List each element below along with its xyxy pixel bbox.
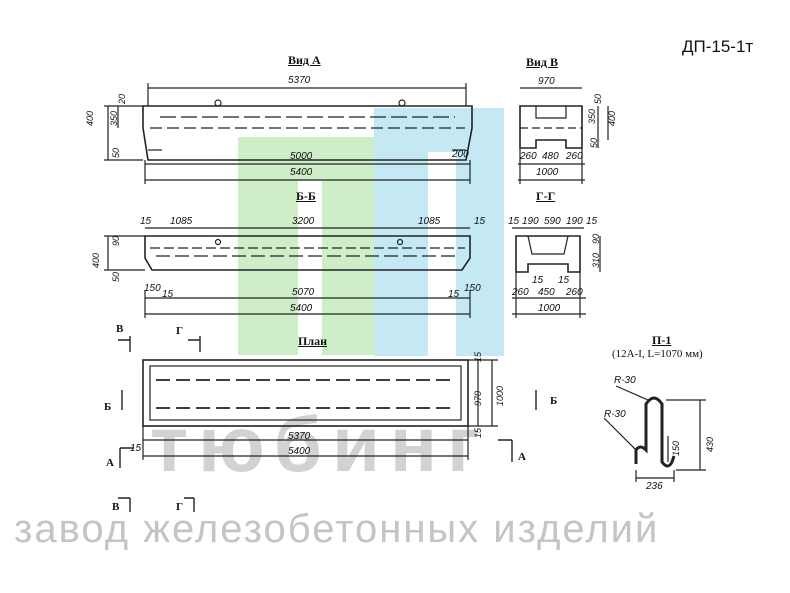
marker-g-top: Г xyxy=(176,325,183,337)
dim-bb-top-2: 3200 xyxy=(292,216,315,227)
dim-vid-a-inner: 5000 xyxy=(290,151,313,162)
dim-plan-right-2: 1000 xyxy=(495,385,505,406)
dim-vid-v-right-2: 400 xyxy=(607,110,617,126)
dim-vid-v-top: 970 xyxy=(538,76,555,87)
dim-vid-v-bottom-1: 480 xyxy=(542,151,559,162)
dim-gg-top-3: 190 xyxy=(566,216,583,227)
dim-vid-v-bottom-2: 260 xyxy=(566,151,583,162)
dim-bb-left-1: 400 xyxy=(91,252,101,268)
section-bb-drawing xyxy=(104,227,471,318)
dim-gg-total: 1000 xyxy=(538,303,561,314)
product-code: ДП-15-1т xyxy=(682,37,754,56)
dim-plan-top: 5370 xyxy=(288,431,311,442)
dim-bb-top-0: 15 xyxy=(140,216,152,227)
dim-plan-total: 5400 xyxy=(288,446,311,457)
dim-bb-top-3: 1085 xyxy=(418,216,441,227)
dim-gg-bottom-2: 260 xyxy=(566,287,583,298)
dim-p1-radius-top: R-30 xyxy=(614,375,636,386)
title-section-bb: Б-Б xyxy=(296,189,316,203)
dim-bb-bottom-mid: 5070 xyxy=(292,287,315,298)
dim-vid-a-left-1: 350 xyxy=(109,110,119,126)
plan-drawing xyxy=(142,359,498,460)
marker-a-left: А xyxy=(106,457,114,469)
dim-p1-height: 430 xyxy=(705,436,715,452)
dim-bb-left-0: 90 xyxy=(111,235,121,246)
dim-vid-v-left: 50 xyxy=(589,137,599,148)
watermark-brand: тюбинг xyxy=(150,400,490,488)
dim-vid-v-bottom-0: 260 xyxy=(520,151,537,162)
vid-v-drawing xyxy=(518,87,609,184)
dim-plan-right-1: 970 xyxy=(473,390,483,406)
marker-a-right: А xyxy=(518,451,526,463)
dim-vid-a-left-3: 50 xyxy=(111,147,121,158)
dim-gg-right-1: 310 xyxy=(591,252,601,268)
dim-gg-top-1: 190 xyxy=(522,216,539,227)
dim-vid-a-total: 5400 xyxy=(290,167,313,178)
dim-gg-bottom-1: 450 xyxy=(538,287,555,298)
section-gg-drawing xyxy=(512,227,601,318)
marker-v-top: В xyxy=(116,323,124,335)
dim-gg-top-4: 15 xyxy=(586,216,598,227)
dim-bb-total: 5400 xyxy=(290,303,313,314)
dim-plan-right-0: 15 xyxy=(473,351,483,362)
dim-vid-a-left-2: 20 xyxy=(117,93,127,104)
watermark-tagline: завод железобетонных изделий xyxy=(14,507,660,551)
detail-p1-drawing xyxy=(603,385,706,482)
dim-bb-bottom-left-0: 150 xyxy=(144,283,161,294)
dim-vid-v-right-1: 50 xyxy=(593,93,603,104)
marker-b-left: Б xyxy=(104,401,112,413)
dim-bb-bottom-left-1: 15 xyxy=(162,289,174,300)
dim-plan-right-3: 15 xyxy=(473,427,483,438)
title-vid-a: Вид А xyxy=(288,53,321,67)
dim-bb-top-1: 1085 xyxy=(170,216,193,227)
dim-vid-a-left-0: 400 xyxy=(85,110,95,126)
dim-vid-a-top: 5370 xyxy=(288,75,311,86)
dim-bb-left-2: 50 xyxy=(111,271,121,282)
dim-p1-small: 150 xyxy=(671,440,681,456)
detail-p1-note: (12A-I, L=1070 мм) xyxy=(612,348,703,360)
dim-plan-left-15: 15 xyxy=(130,443,142,454)
marker-v-bottom: В xyxy=(112,501,120,513)
dim-vid-a-end: 200 xyxy=(452,149,469,160)
dim-bb-bottom-right-1: 150 xyxy=(464,283,481,294)
logo-blue-bar-right xyxy=(456,108,504,356)
dim-gg-top-0: 15 xyxy=(508,216,520,227)
dim-gg-right-0: 90 xyxy=(591,233,601,244)
dim-gg-mid-0: 15 xyxy=(532,275,544,286)
section-markers xyxy=(118,336,537,512)
title-detail-p1: П-1 xyxy=(652,333,672,347)
marker-b-right: Б xyxy=(550,395,558,407)
dim-p1-radius-left: R-30 xyxy=(604,409,626,420)
marker-g-bottom: Г xyxy=(176,501,183,513)
logo-blue-bar-left xyxy=(374,108,428,356)
dim-gg-bottom-0: 260 xyxy=(512,287,529,298)
dim-bb-top-4: 15 xyxy=(474,216,486,227)
title-vid-v: Вид В xyxy=(526,55,558,69)
dim-vid-v-right-0: 350 xyxy=(587,108,597,124)
dim-vid-v-total: 1000 xyxy=(536,167,559,178)
dim-gg-top-2: 590 xyxy=(544,216,561,227)
dim-gg-mid-1: 15 xyxy=(558,275,570,286)
dim-p1-width: 236 xyxy=(646,481,663,492)
logo-green-bar-left xyxy=(238,137,298,355)
title-plan: План xyxy=(298,334,327,348)
vid-a-drawing xyxy=(104,83,473,184)
title-section-gg: Г-Г xyxy=(536,189,556,203)
dim-bb-bottom-right-0: 15 xyxy=(448,289,460,300)
logo-green-bar-mid xyxy=(322,137,374,355)
